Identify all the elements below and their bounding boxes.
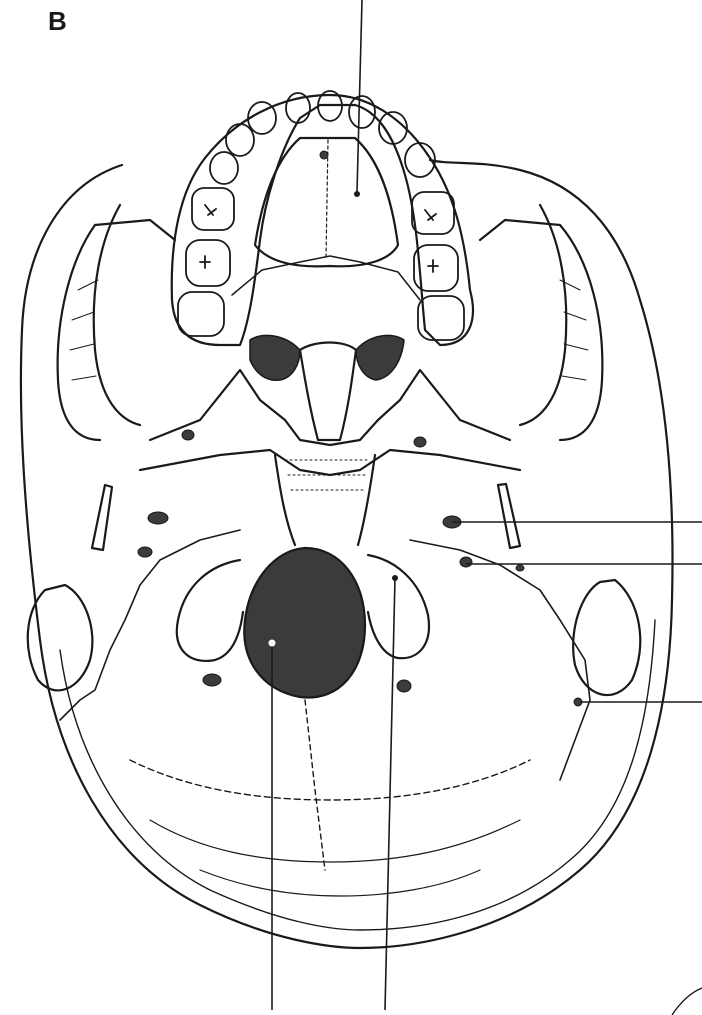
lambdoid-suture-left bbox=[60, 530, 240, 720]
right-zygoma-hatching bbox=[560, 280, 588, 380]
right-zygomatic-arch bbox=[480, 205, 602, 440]
left-zygomatic-arch bbox=[58, 205, 175, 440]
leader-dot-occipital-condyle bbox=[392, 575, 398, 581]
page-corner bbox=[672, 988, 702, 1015]
incisive-foramen bbox=[320, 151, 328, 159]
sphenoid-region bbox=[140, 370, 520, 475]
right-mastoid-process bbox=[573, 580, 640, 695]
basilar-occipital bbox=[275, 455, 375, 545]
leader-dot-palate bbox=[354, 191, 360, 197]
right-occipital-condyle bbox=[368, 555, 429, 658]
lambdoid-suture-right bbox=[410, 540, 590, 780]
inferior-nuchal-line bbox=[130, 760, 530, 800]
skull-outline bbox=[21, 160, 673, 948]
left-mastoid-process bbox=[28, 585, 93, 690]
left-styloid bbox=[92, 485, 112, 550]
leader-line-occipital-condyle bbox=[385, 578, 395, 1010]
foramen-magnum bbox=[244, 548, 365, 698]
left-choana bbox=[250, 335, 300, 380]
left-occipital-condyle bbox=[177, 560, 243, 661]
external-occipital-crest bbox=[305, 700, 325, 870]
palatine-suture bbox=[232, 256, 420, 300]
teeth bbox=[178, 91, 464, 340]
right-styloid bbox=[498, 484, 520, 548]
occipital-contours bbox=[150, 820, 520, 896]
leader-dot-foramen-magnum bbox=[269, 640, 275, 646]
foramina bbox=[138, 430, 582, 706]
right-choana bbox=[356, 335, 404, 380]
vomer bbox=[300, 343, 356, 441]
basilar-hatching bbox=[285, 460, 370, 490]
